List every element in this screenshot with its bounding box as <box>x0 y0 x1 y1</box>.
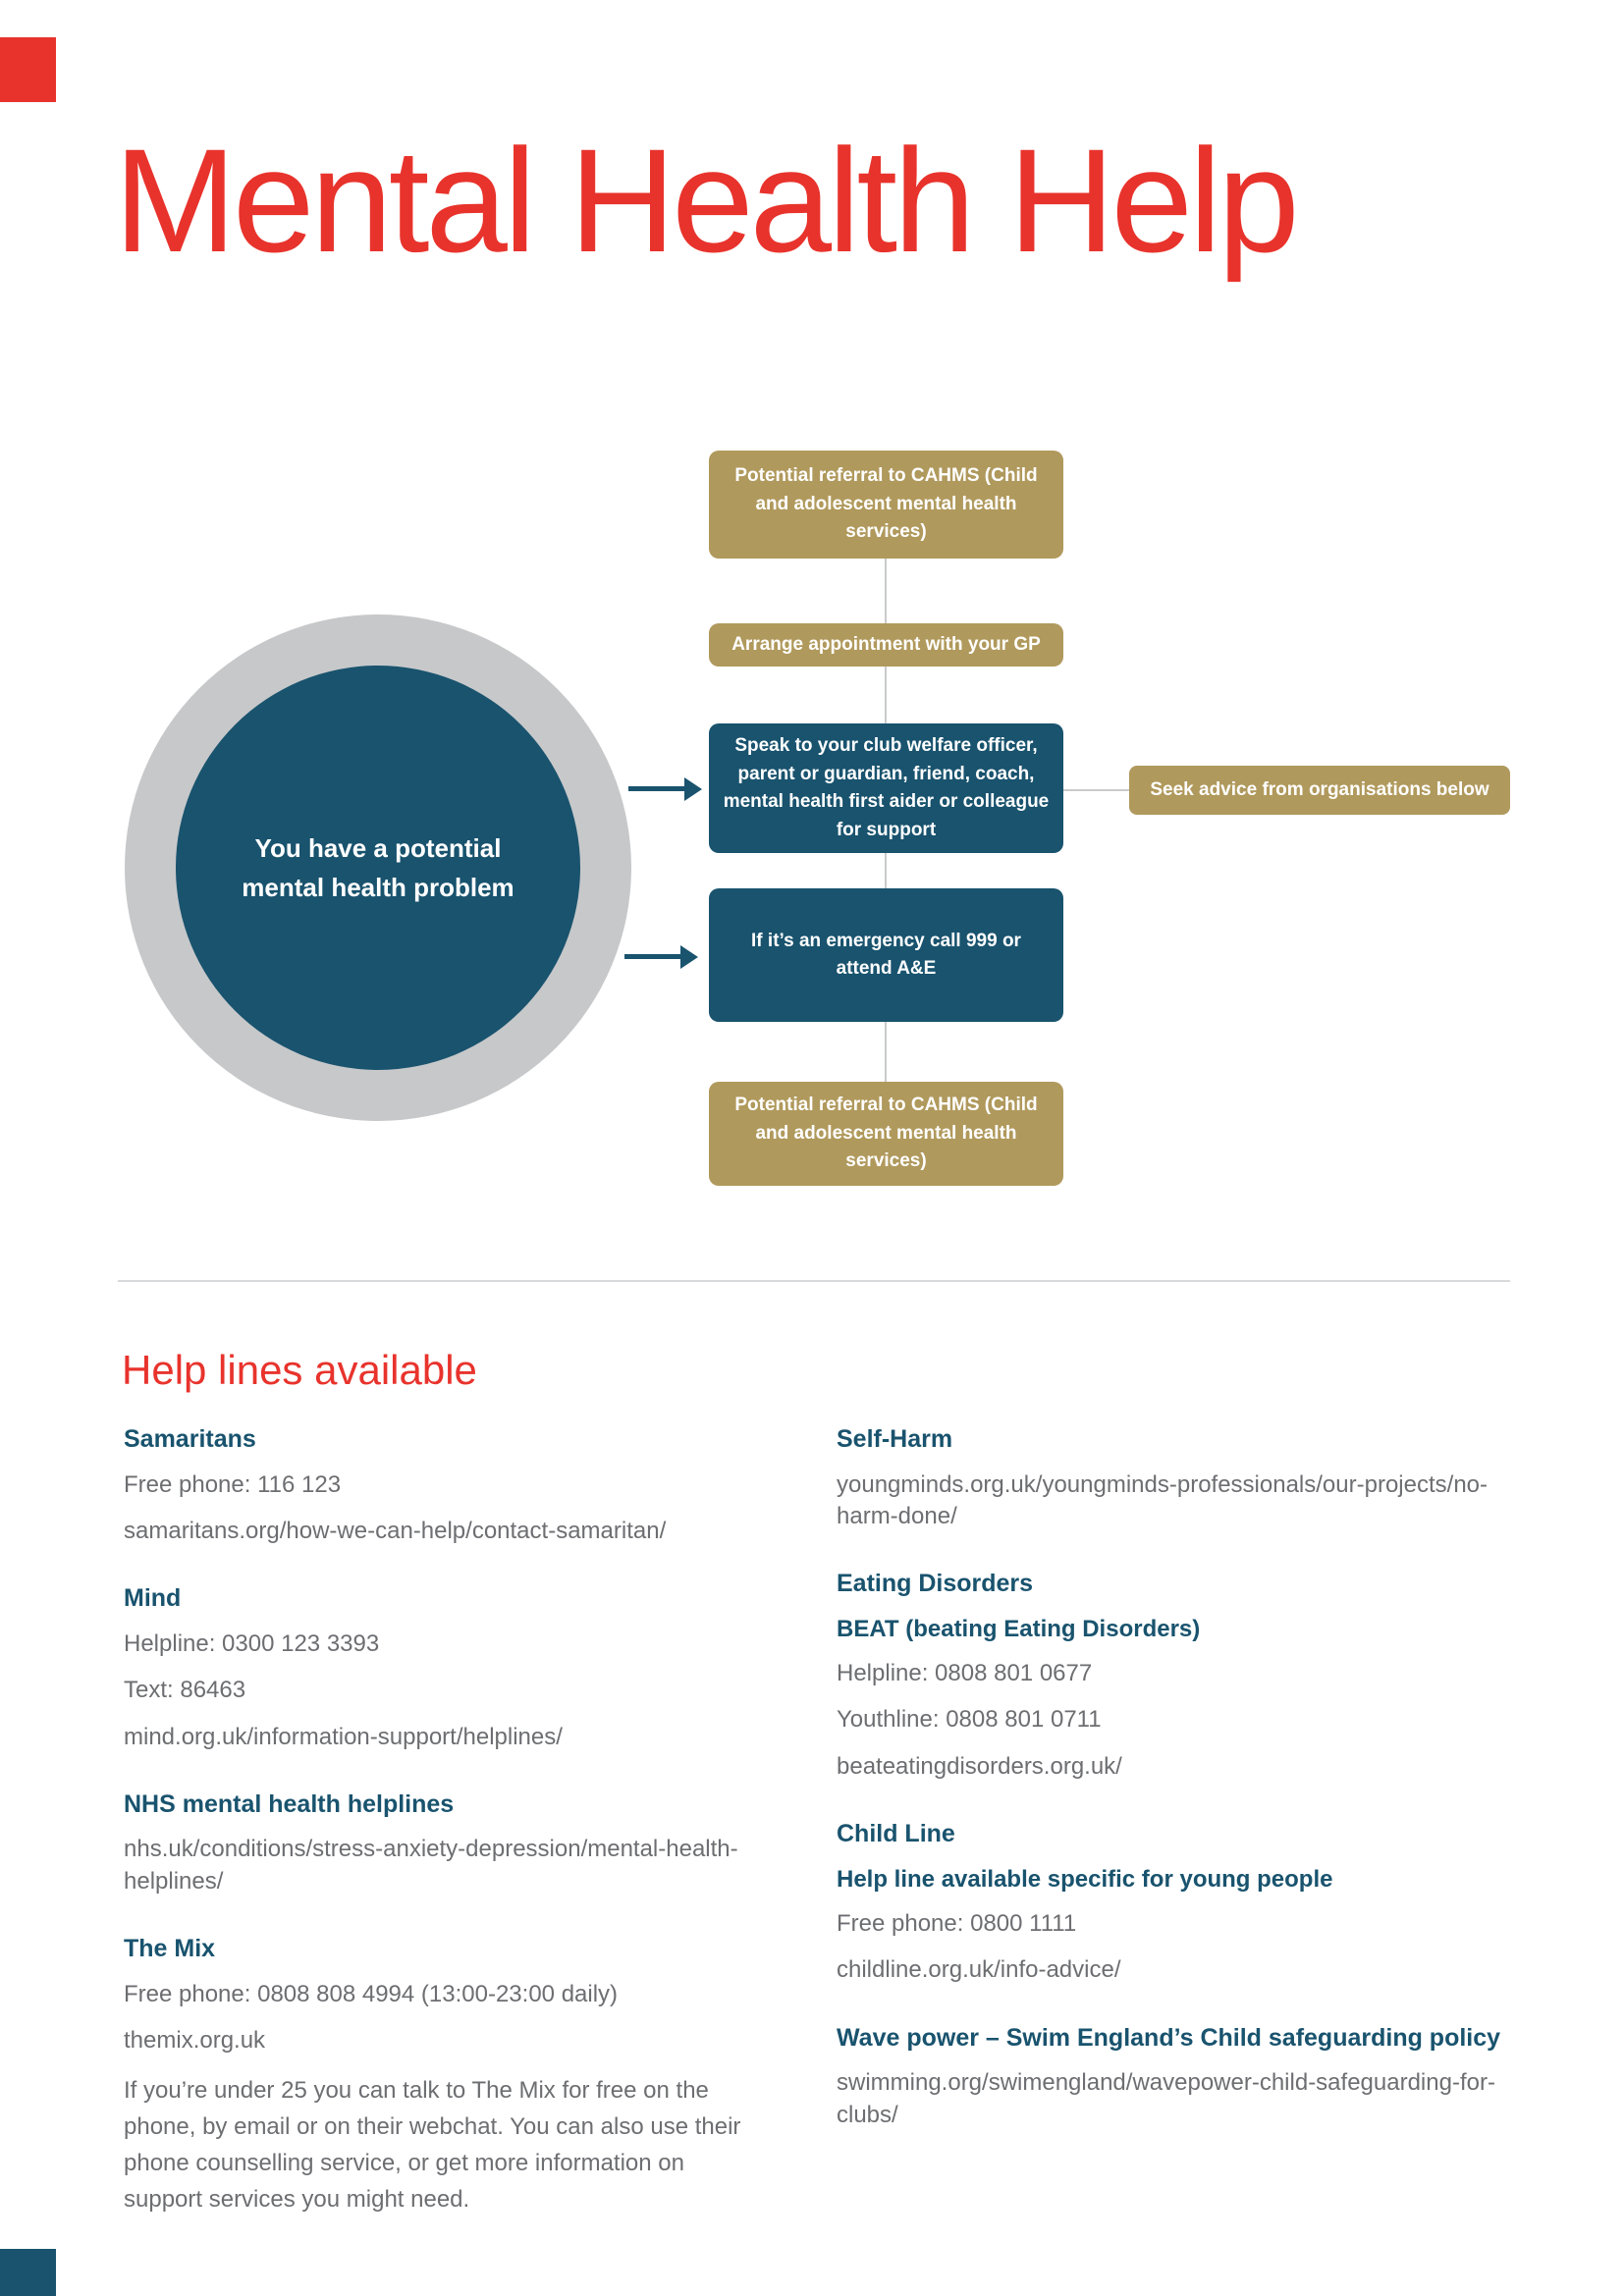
helpline-url: themix.org.uk <box>124 2027 266 2055</box>
helpline-phone: Free phone: 0800 1111 <box>837 1909 1077 1937</box>
connector-vertical-2 <box>885 667 887 723</box>
helpline-text-number: Text: 86463 <box>124 1677 246 1704</box>
arrow-to-speak-box <box>628 786 685 791</box>
top-left-red-mark <box>0 37 56 102</box>
helpline-block-eating-disorders: Eating Disorders BEAT (beating Eating Di… <box>837 1568 1524 1783</box>
helplines-column-right: Self-Harm youngminds.org.uk/youngminds-p… <box>837 1423 1524 2166</box>
helpline-block-child-line: Child Line Help line available specific … <box>837 1818 1524 1986</box>
helplines-column-left: Samaritans Free phone: 116 123 samaritan… <box>124 1423 742 2253</box>
flow-box-cahms-referral-bottom: Potential referral to CAHMS (Child and a… <box>709 1082 1063 1186</box>
helpline-url: swimming.org/swimengland/wavepower-child… <box>837 2069 1495 2128</box>
bottom-left-navy-mark <box>0 2249 56 2296</box>
helpline-heading: Samaritans <box>124 1425 256 1453</box>
helpline-block-mind: Mind Helpline: 0300 123 3393 Text: 86463… <box>124 1582 742 1753</box>
page-title: Mental Health Help <box>114 118 1300 283</box>
helpline-block-samaritans: Samaritans Free phone: 116 123 samaritan… <box>124 1423 742 1547</box>
helpline-heading: Eating Disorders <box>837 1570 1034 1598</box>
helpline-phone: Free phone: 0808 808 4994 (13:00-23:00 d… <box>124 1980 619 2007</box>
circle-node-ring: You have a potential mental health probl… <box>125 614 631 1121</box>
helpline-url: mind.org.uk/information-support/helpline… <box>124 1723 563 1750</box>
helpline-heading: Wave power – Swim England’s Child safegu… <box>837 2023 1501 2052</box>
flow-box-emergency-999: If it’s an emergency call 999 or attend … <box>709 888 1063 1022</box>
helpline-phone: Helpline: 0300 123 3393 <box>124 1629 380 1657</box>
connector-vertical-1 <box>885 559 887 623</box>
helpline-phone: Youthline: 0808 801 0711 <box>837 1706 1102 1734</box>
helpline-heading: NHS mental health helplines <box>124 1789 455 1818</box>
helpline-block-self-harm: Self-Harm youngminds.org.uk/youngminds-p… <box>837 1423 1524 1532</box>
connector-vertical-4 <box>885 1022 887 1082</box>
helplines-section-title: Help lines available <box>122 1347 477 1393</box>
flow-box-seek-advice: Seek advice from organisations below <box>1129 766 1510 815</box>
helpline-heading: Self-Harm <box>837 1425 953 1453</box>
helpline-url: childline.org.uk/info-advice/ <box>837 1956 1121 1984</box>
helpline-heading: Mind <box>124 1584 182 1613</box>
connector-horizontal <box>1063 789 1129 791</box>
connector-vertical-3 <box>885 853 887 888</box>
helpline-description: If you’re under 25 you can talk to The M… <box>124 2076 741 2214</box>
helpline-heading: The Mix <box>124 1935 216 1963</box>
arrow-to-emergency-box <box>624 954 681 959</box>
helpline-block-wave-power: Wave power – Swim England’s Child safegu… <box>837 2022 1524 2131</box>
helpline-subheading: BEAT (beating Eating Disorders) <box>837 1615 1201 1642</box>
helpline-phone: Free phone: 116 123 <box>124 1470 342 1498</box>
helpline-block-nhs: NHS mental health helplines nhs.uk/condi… <box>124 1789 742 1897</box>
circle-node: You have a potential mental health probl… <box>176 666 580 1070</box>
section-divider <box>118 1280 1510 1282</box>
helpline-url: youngminds.org.uk/youngminds-professiona… <box>837 1470 1488 1529</box>
helpline-heading: Child Line <box>837 1820 955 1848</box>
flow-box-speak-to-welfare-officer: Speak to your club welfare officer, pare… <box>709 723 1063 853</box>
flow-box-cahms-referral-top: Potential referral to CAHMS (Child and a… <box>709 451 1063 559</box>
helpline-subheading: Help line available specific for young p… <box>837 1865 1333 1893</box>
helpline-phone: Helpline: 0808 801 0677 <box>837 1659 1093 1686</box>
helpline-url: nhs.uk/conditions/stress-anxiety-depress… <box>124 1836 738 1895</box>
flow-box-gp-appointment: Arrange appointment with your GP <box>709 623 1063 667</box>
helpline-url: samaritans.org/how-we-can-help/contact-s… <box>124 1517 667 1544</box>
circle-node-label: You have a potential mental health probl… <box>242 832 514 902</box>
helpline-url: beateatingdisorders.org.uk/ <box>837 1752 1122 1780</box>
helpline-block-the-mix: The Mix Free phone: 0808 808 4994 (13:00… <box>124 1933 742 2217</box>
